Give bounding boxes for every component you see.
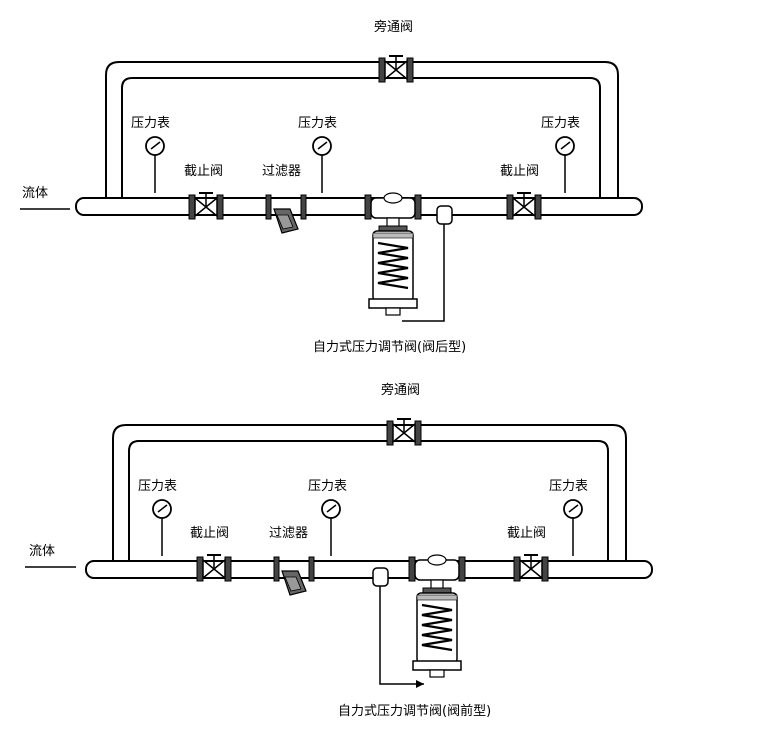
bypass-pipe-bottom bbox=[112, 424, 627, 561]
caption-bottom: 自力式压力调节阀(阀前型) bbox=[338, 704, 492, 719]
stop-valve-left-label-top: 截止阀 bbox=[184, 164, 224, 179]
pressure-gauge-right-bottom bbox=[563, 499, 583, 557]
bypass-valve-label-bottom: 旁通阀 bbox=[381, 383, 421, 398]
regulator-valve-top bbox=[363, 191, 423, 317]
bypass-valve-label-top: 旁通阀 bbox=[374, 20, 414, 35]
impulse-line-bottom bbox=[379, 586, 424, 685]
stop-valve-right-label-bottom: 截止阀 bbox=[507, 526, 547, 541]
gauge-left-label-bottom: 压力表 bbox=[138, 479, 178, 494]
caption-top: 自力式压力调节阀(阀后型) bbox=[313, 340, 467, 355]
fluid-label-top: 流体 bbox=[22, 186, 49, 201]
gauge-mid-label-bottom: 压力表 bbox=[308, 479, 348, 494]
pressure-gauge-right-top bbox=[555, 136, 575, 194]
stop-valve-right-label-top: 截止阀 bbox=[500, 164, 540, 179]
pressure-gauge-mid-top bbox=[312, 136, 332, 194]
main-pipe-top bbox=[75, 197, 643, 216]
gauge-right-label-top: 压力表 bbox=[541, 116, 581, 131]
fluid-label-bottom: 流体 bbox=[29, 544, 56, 559]
stop-valve-left-label-bottom: 截止阀 bbox=[190, 526, 230, 541]
gauge-right-label-bottom: 压力表 bbox=[549, 479, 589, 494]
diagram-bottom bbox=[25, 418, 653, 688]
pressure-gauge-left-bottom bbox=[152, 499, 172, 557]
bypass-pipe-top bbox=[105, 61, 619, 198]
impulse-line-top bbox=[402, 224, 445, 322]
pressure-gauge-mid-bottom bbox=[321, 499, 341, 557]
pressure-gauge-left-top bbox=[145, 136, 165, 194]
diagram-top bbox=[20, 55, 643, 322]
filter-label-top: 过滤器 bbox=[262, 164, 302, 179]
main-pipe-bottom bbox=[85, 560, 653, 579]
gauge-mid-label-top: 压力表 bbox=[298, 116, 338, 131]
gauge-left-label-top: 压力表 bbox=[131, 116, 171, 131]
regulator-valve-bottom bbox=[407, 553, 467, 679]
filter-label-bottom: 过滤器 bbox=[269, 526, 309, 541]
